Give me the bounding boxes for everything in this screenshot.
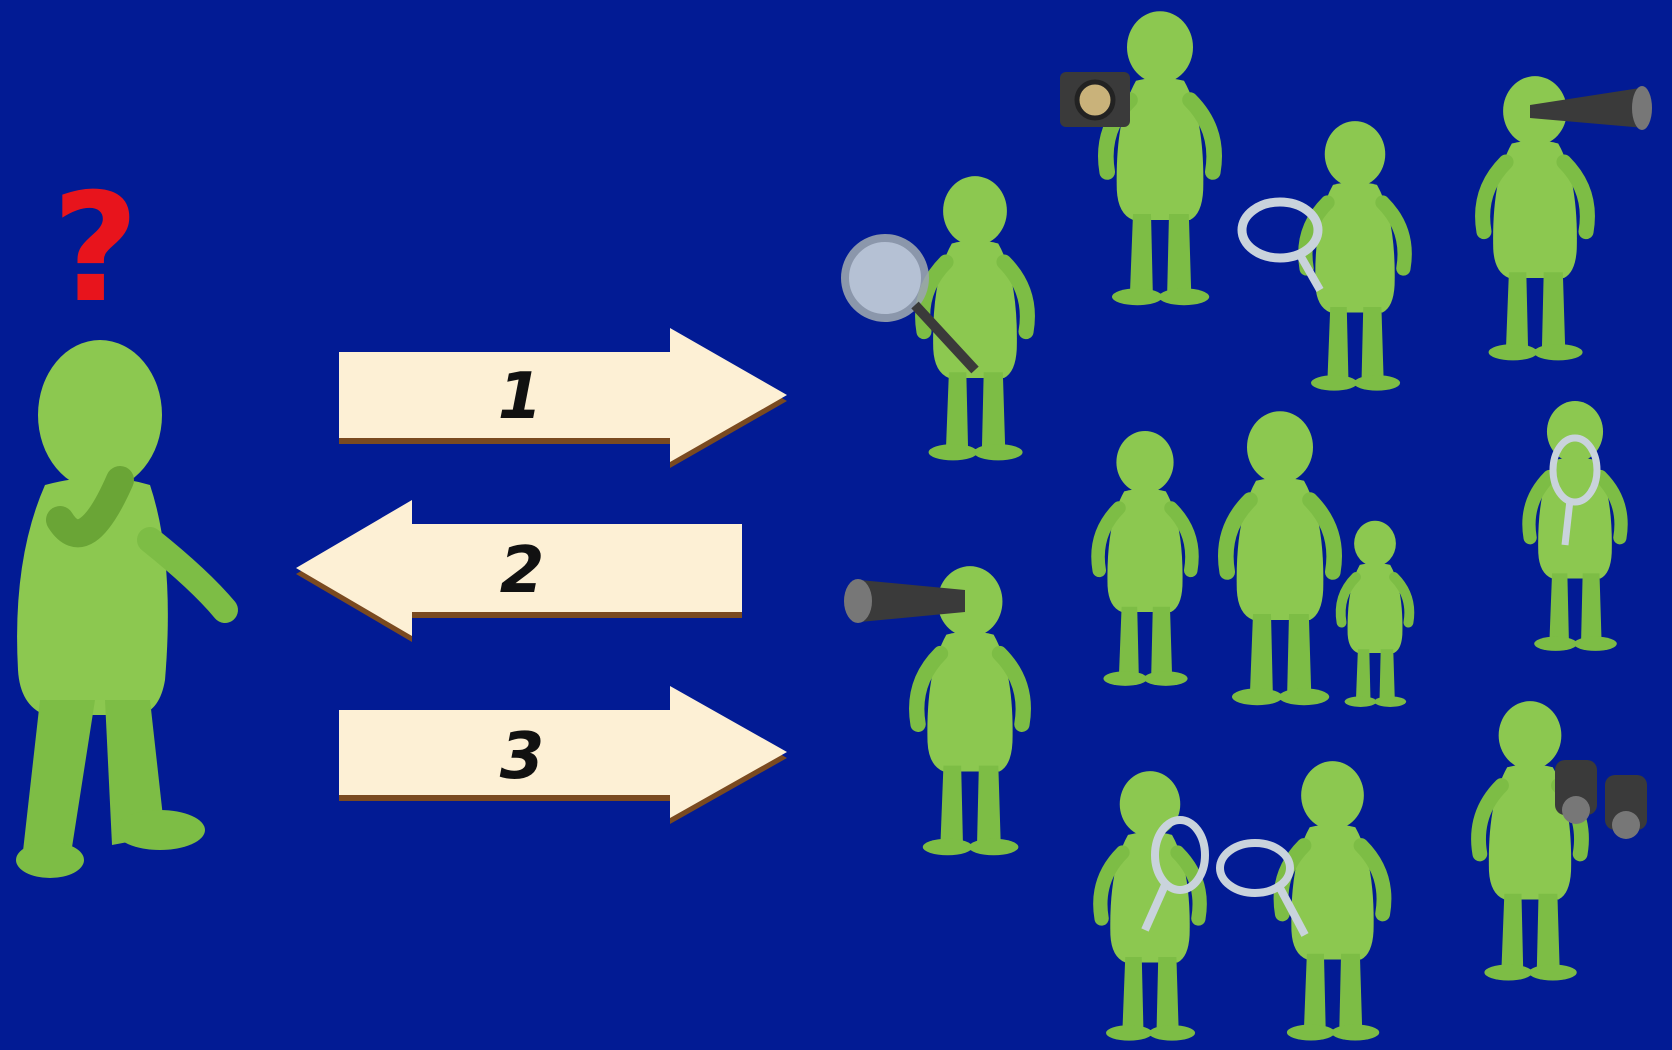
arrow-1: 1 bbox=[339, 328, 787, 468]
telescope-icon bbox=[844, 579, 965, 623]
question-mark: ? bbox=[52, 162, 139, 336]
magnifier-icon bbox=[1549, 434, 1601, 546]
crowd bbox=[841, 11, 1652, 1041]
thinker-figure: ? bbox=[16, 162, 238, 878]
telescope-icon bbox=[1530, 86, 1652, 130]
magnifier-icon bbox=[1216, 839, 1309, 937]
crowd-figure-magnifier-3 bbox=[1529, 401, 1621, 651]
crowd-figure-waver bbox=[1226, 411, 1334, 705]
crowd-figure-walker bbox=[1098, 431, 1192, 686]
crowd-figure-magnifier-1 bbox=[841, 176, 1027, 460]
crowd-figure-binoculars bbox=[1479, 701, 1647, 980]
arrow-3-label: 3 bbox=[500, 720, 545, 794]
crowd-figure-telescope-1 bbox=[1483, 76, 1652, 360]
arrow-2-label: 2 bbox=[500, 534, 545, 608]
magnifier-icon bbox=[1141, 816, 1209, 932]
arrow-3: 3 bbox=[339, 686, 787, 824]
crowd-figure-camera bbox=[1060, 11, 1214, 305]
crowd-figure-magnifier-2 bbox=[1237, 121, 1405, 391]
binoculars-icon bbox=[1555, 760, 1647, 839]
camera-icon bbox=[1060, 72, 1130, 127]
crowd-figure-magnifier-5 bbox=[1216, 761, 1384, 1040]
arrow-1-label: 1 bbox=[498, 360, 543, 434]
magnifier-icon bbox=[841, 234, 979, 374]
arrow-2: 2 bbox=[296, 500, 742, 642]
crowd-figure-telescope-2 bbox=[844, 566, 1023, 855]
crowd-figure-magnifier-4 bbox=[1100, 771, 1209, 1041]
magnifier-icon bbox=[1237, 197, 1324, 292]
crowd-figure-child bbox=[1341, 521, 1410, 707]
